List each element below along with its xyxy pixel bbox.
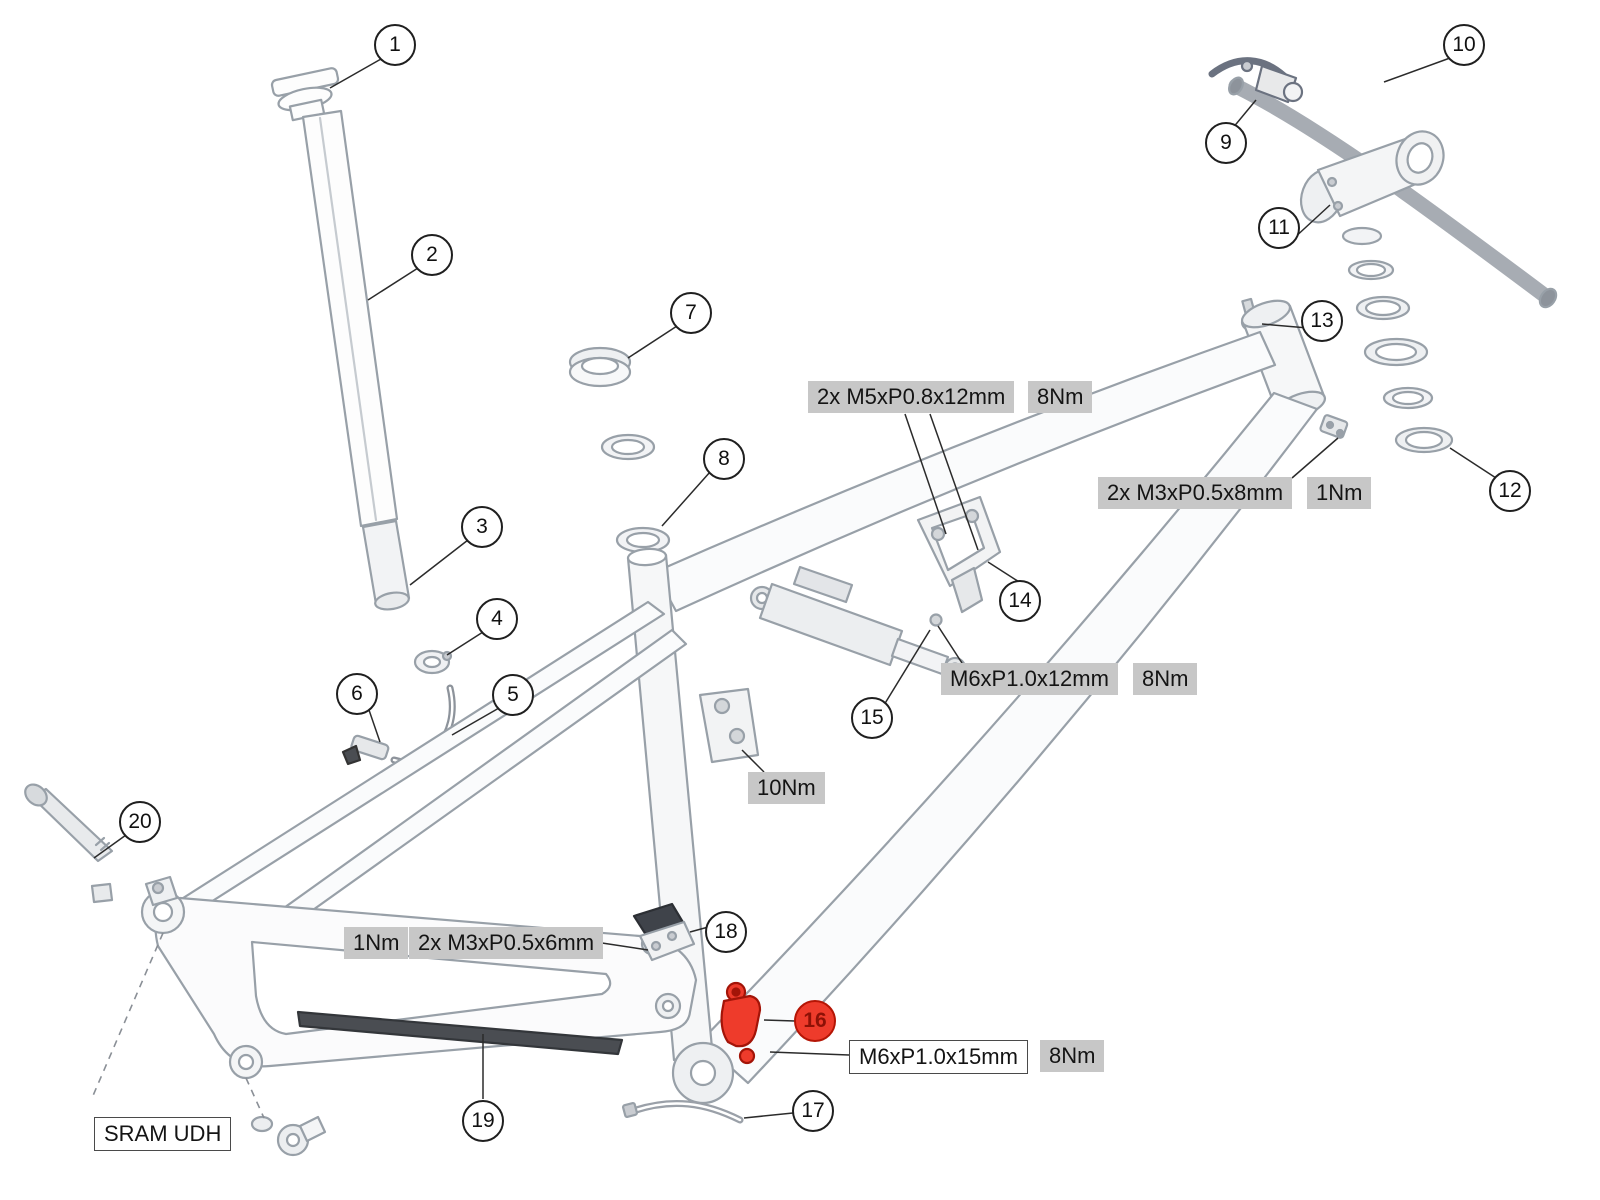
thru-axle: [24, 783, 114, 904]
spec-torque-10nm: 10Nm: [748, 772, 825, 804]
spec-torque-8nm-a: 8Nm: [1028, 381, 1093, 413]
rocker-linkage: [698, 687, 760, 764]
callout-11: 11: [1258, 207, 1300, 249]
rear-shock: [749, 565, 967, 680]
callout-15: 15: [851, 697, 893, 739]
spec-torque-1nm-a: 1Nm: [1307, 477, 1372, 509]
callout-12: 12: [1489, 470, 1531, 512]
internal-cable: [622, 1099, 744, 1124]
headset-upper-rings: [568, 346, 671, 554]
cable-clamp: [1319, 414, 1349, 439]
callout-14: 14: [999, 580, 1041, 622]
spec-bolt-m6x15: M6xP1.0x15mm: [849, 1040, 1028, 1074]
callout-10: 10: [1443, 24, 1485, 66]
seatpost-tube: [301, 109, 411, 611]
derailleur-hanger-red: [720, 981, 762, 1065]
callout-3: 3: [461, 506, 503, 548]
spec-bolt-m6x12: M6xP1.0x12mm: [941, 663, 1118, 695]
swingarm: [140, 875, 698, 1080]
callout-20: 20: [119, 801, 161, 843]
callout-8: 8: [703, 438, 745, 480]
dashed-leaders: [91, 932, 265, 1119]
callout-5: 5: [492, 674, 534, 716]
callout-16-highlighted: 16: [794, 1000, 836, 1042]
spec-torque-8nm-b: 8Nm: [1133, 663, 1198, 695]
callout-leaders: [93, 57, 1497, 1119]
brake-lever: [1208, 57, 1304, 104]
spec-bolt-m3x8: 2x M3xP0.5x8mm: [1098, 477, 1293, 509]
callout-17: 17: [792, 1090, 834, 1132]
headset-stack: [1341, 226, 1454, 454]
spec-bolt-m5x12: 2x M5xP0.8x12mm: [808, 381, 1015, 413]
front-triangle: [178, 299, 1327, 1105]
callout-18: 18: [705, 911, 747, 953]
callout-1: 1: [374, 24, 416, 66]
seat-clamp-ring: [413, 649, 453, 675]
callout-19: 19: [462, 1100, 504, 1142]
udh-hardware: [250, 1115, 327, 1157]
spec-torque-1nm-b: 1Nm: [344, 927, 409, 959]
callout-7: 7: [670, 292, 712, 334]
callout-4: 4: [476, 598, 518, 640]
chainstay-protector: [296, 1010, 624, 1056]
callout-6: 6: [336, 673, 378, 715]
bb-cable-guide: [632, 902, 696, 962]
spec-bolt-m3x6: 2x M3xP0.5x6mm: [409, 927, 604, 959]
chain-guide: [916, 495, 1002, 614]
callout-13: 13: [1301, 300, 1343, 342]
callout-9: 9: [1205, 122, 1247, 164]
seatpost-clamp-head: [270, 67, 340, 122]
callout-2: 2: [411, 234, 453, 276]
spec-sram-udh: SRAM UDH: [94, 1117, 232, 1151]
spec-torque-8nm-c: 8Nm: [1040, 1040, 1105, 1072]
